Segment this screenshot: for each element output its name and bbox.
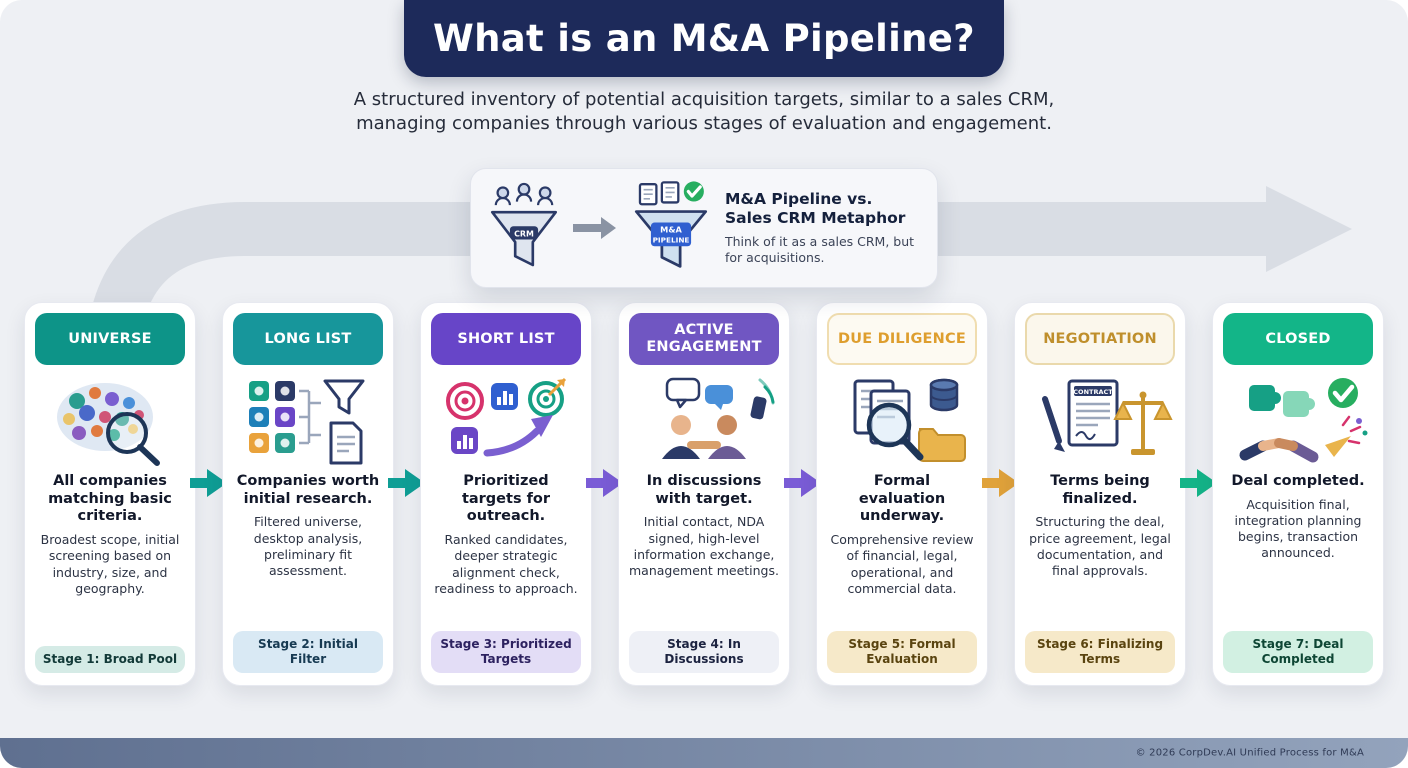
stage-card-universe: UNIVERSE All companies matching basic cr…: [24, 302, 196, 686]
negotiation-icon: CONTRACT: [1025, 373, 1175, 469]
stage-description: Filtered universe, desktop analysis, pre…: [253, 514, 363, 579]
stage-description: Comprehensive review of financial, legal…: [830, 532, 974, 596]
crm-funnel-label: CRM: [514, 229, 534, 238]
title-banner: What is an M&A Pipeline?: [404, 0, 1004, 77]
arrow-3-4-icon: [586, 468, 623, 498]
pipeline-funnel-label-1: M&A: [660, 225, 682, 235]
stage-headline: Deal completed.: [1231, 473, 1365, 489]
stage-headline: Terms being finalized.: [1050, 473, 1150, 507]
stage-badge: Stage 7: Deal Completed: [1223, 631, 1373, 673]
universe-icon: [35, 373, 185, 469]
stage-header-active-engagement: ACTIVE ENGAGEMENT: [629, 313, 779, 365]
stage-headline: All companies matching basic criteria.: [48, 473, 172, 525]
stage-badge: Stage 6: Finalizing Terms: [1025, 631, 1175, 673]
long-list-icon: [233, 373, 383, 469]
metaphor-title-line-2: Sales CRM Metaphor: [725, 208, 906, 227]
due-diligence-icon: [827, 373, 977, 469]
stage-headline: Prioritized targets for outreach.: [461, 473, 551, 525]
stage-badge: Stage 4: In Discussions: [629, 631, 779, 673]
stage-card-short-list: SHORT LIST: [420, 302, 592, 686]
metaphor-body: Think of it as a sales CRM, but for acqu…: [725, 233, 915, 265]
arrow-6-7-icon: [1180, 468, 1217, 498]
arrow-2-3-icon: [388, 468, 425, 498]
stages-row: UNIVERSE All companies matching basic cr…: [0, 302, 1408, 686]
stage-badge: Stage 5: Formal Evaluation: [827, 631, 977, 673]
short-list-icon: [431, 373, 581, 469]
pipeline-funnel-icon: M&A PIPELINE: [634, 181, 708, 268]
metaphor-text: M&A Pipeline vs. Sales CRM Metaphor Thin…: [725, 190, 921, 266]
stage-description: Broadest scope, initial screening based …: [40, 532, 180, 596]
stage-headline: Companies worth initial research.: [236, 473, 380, 507]
stage-description: Acquisition final, integration planning …: [1234, 496, 1362, 561]
arrow-1-2-icon: [190, 468, 227, 498]
contract-label: CONTRACT: [1073, 388, 1113, 396]
stage-header-long-list: LONG LIST: [233, 313, 383, 365]
stage-badge: Stage 3: Prioritized Targets: [431, 631, 581, 673]
stage-description: Structuring the deal, price agreement, l…: [1029, 514, 1171, 579]
stage-description: Initial contact, NDA signed, high-level …: [629, 514, 779, 579]
arrow-5-6-icon: [982, 468, 1019, 498]
metaphor-title-line-1: M&A Pipeline vs.: [725, 189, 873, 208]
closed-icon: [1223, 373, 1373, 469]
stage-headline: In discussions with target.: [646, 473, 762, 507]
footer-strip: © 2026 CorpDev.AI Unified Process for M&…: [0, 738, 1408, 768]
stage-description: Ranked candidates, deeper strategic alig…: [434, 532, 578, 596]
page-title: What is an M&A Pipeline?: [433, 17, 975, 60]
subtitle-line-2: managing companies through various stage…: [356, 112, 1052, 134]
metaphor-callout: CRM M&A PIPELINE M&A Pipeline vs. Sales …: [470, 168, 938, 288]
stage-headline: Formal evaluation underway.: [858, 473, 946, 525]
stage-card-closed: CLOSED D: [1212, 302, 1384, 686]
stage-badge: Stage 2: Initial Filter: [233, 631, 383, 673]
arrow-4-5-icon: [784, 468, 821, 498]
stage-card-negotiation: NEGOTIATION CONTRACT: [1014, 302, 1186, 686]
stage-header-due-diligence: DUE DILIGENCE: [827, 313, 977, 365]
stage-header-universe: UNIVERSE: [35, 313, 185, 365]
stage-header-short-list: SHORT LIST: [431, 313, 581, 365]
subtitle-line-1: A structured inventory of potential acqu…: [353, 89, 1055, 110]
crm-funnel-icon: CRM: [490, 182, 558, 267]
active-engagement-icon: [629, 373, 779, 469]
stage-card-active-engagement: ACTIVE ENGAGEMENT In discussio: [618, 302, 790, 686]
copyright-text: © 2026 CorpDev.AI Unified Process for M&…: [1135, 747, 1364, 759]
metaphor-arrow-icon: [573, 217, 616, 239]
pipeline-funnel-label-2: PIPELINE: [653, 236, 690, 245]
stage-header-negotiation: NEGOTIATION: [1025, 313, 1175, 365]
stage-header-closed: CLOSED: [1223, 313, 1373, 365]
stage-card-long-list: LONG LIST Companies worth initial resear…: [222, 302, 394, 686]
page-subtitle: A structured inventory of potential acqu…: [0, 88, 1408, 136]
stage-badge: Stage 1: Broad Pool: [35, 646, 185, 673]
stage-card-due-diligence: DUE DILIGENCE Formal evaluation underway…: [816, 302, 988, 686]
